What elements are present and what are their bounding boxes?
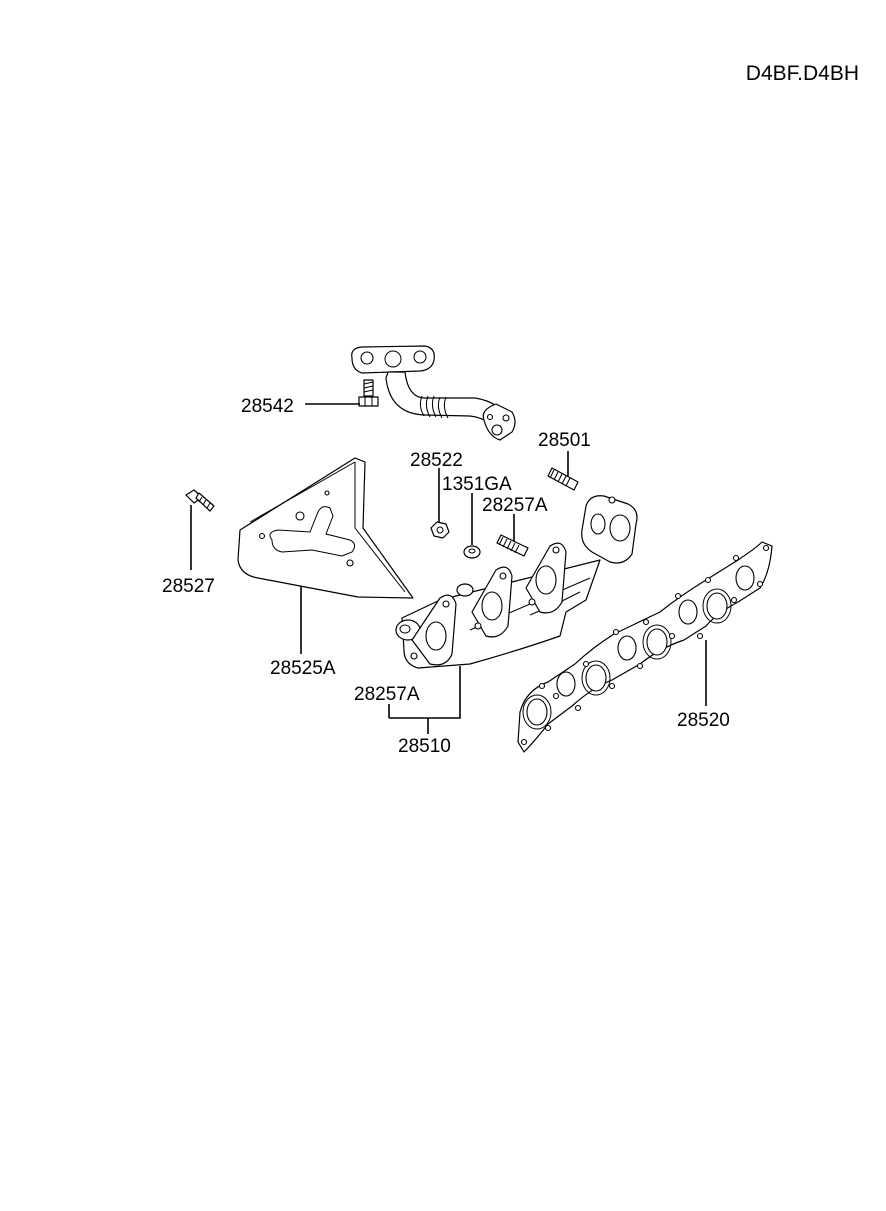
heat-protector-drawing — [237, 457, 414, 599]
exhaust-manifold-drawing — [395, 495, 638, 669]
washer-1351ga-drawing — [463, 545, 481, 559]
callout-28542: 28542 — [241, 396, 294, 417]
callout-28501: 28501 — [538, 430, 591, 451]
callout-28522: 28522 — [410, 450, 463, 471]
engine-code-label: D4BF.D4BH — [746, 62, 859, 85]
callout-28257a-mid: 28257A — [482, 495, 548, 516]
nut-28522-drawing — [430, 521, 450, 539]
stud-28257a-mid-drawing — [496, 534, 529, 557]
exhaust-pipe-drawing — [351, 345, 516, 441]
callout-1351ga: 1351GA — [442, 474, 512, 495]
callout-28257a-lower: 28257A — [354, 684, 420, 705]
callout-28525a: 28525A — [270, 658, 336, 679]
callout-28510: 28510 — [398, 736, 451, 757]
leader-28510 — [389, 666, 461, 734]
callout-28520: 28520 — [677, 710, 730, 731]
stud-28501-drawing — [547, 467, 579, 491]
bolt-28527-drawing — [185, 489, 215, 512]
callout-28527: 28527 — [162, 576, 215, 597]
bolt-28542-drawing — [358, 379, 379, 407]
manifold-gasket-drawing — [517, 541, 773, 753]
